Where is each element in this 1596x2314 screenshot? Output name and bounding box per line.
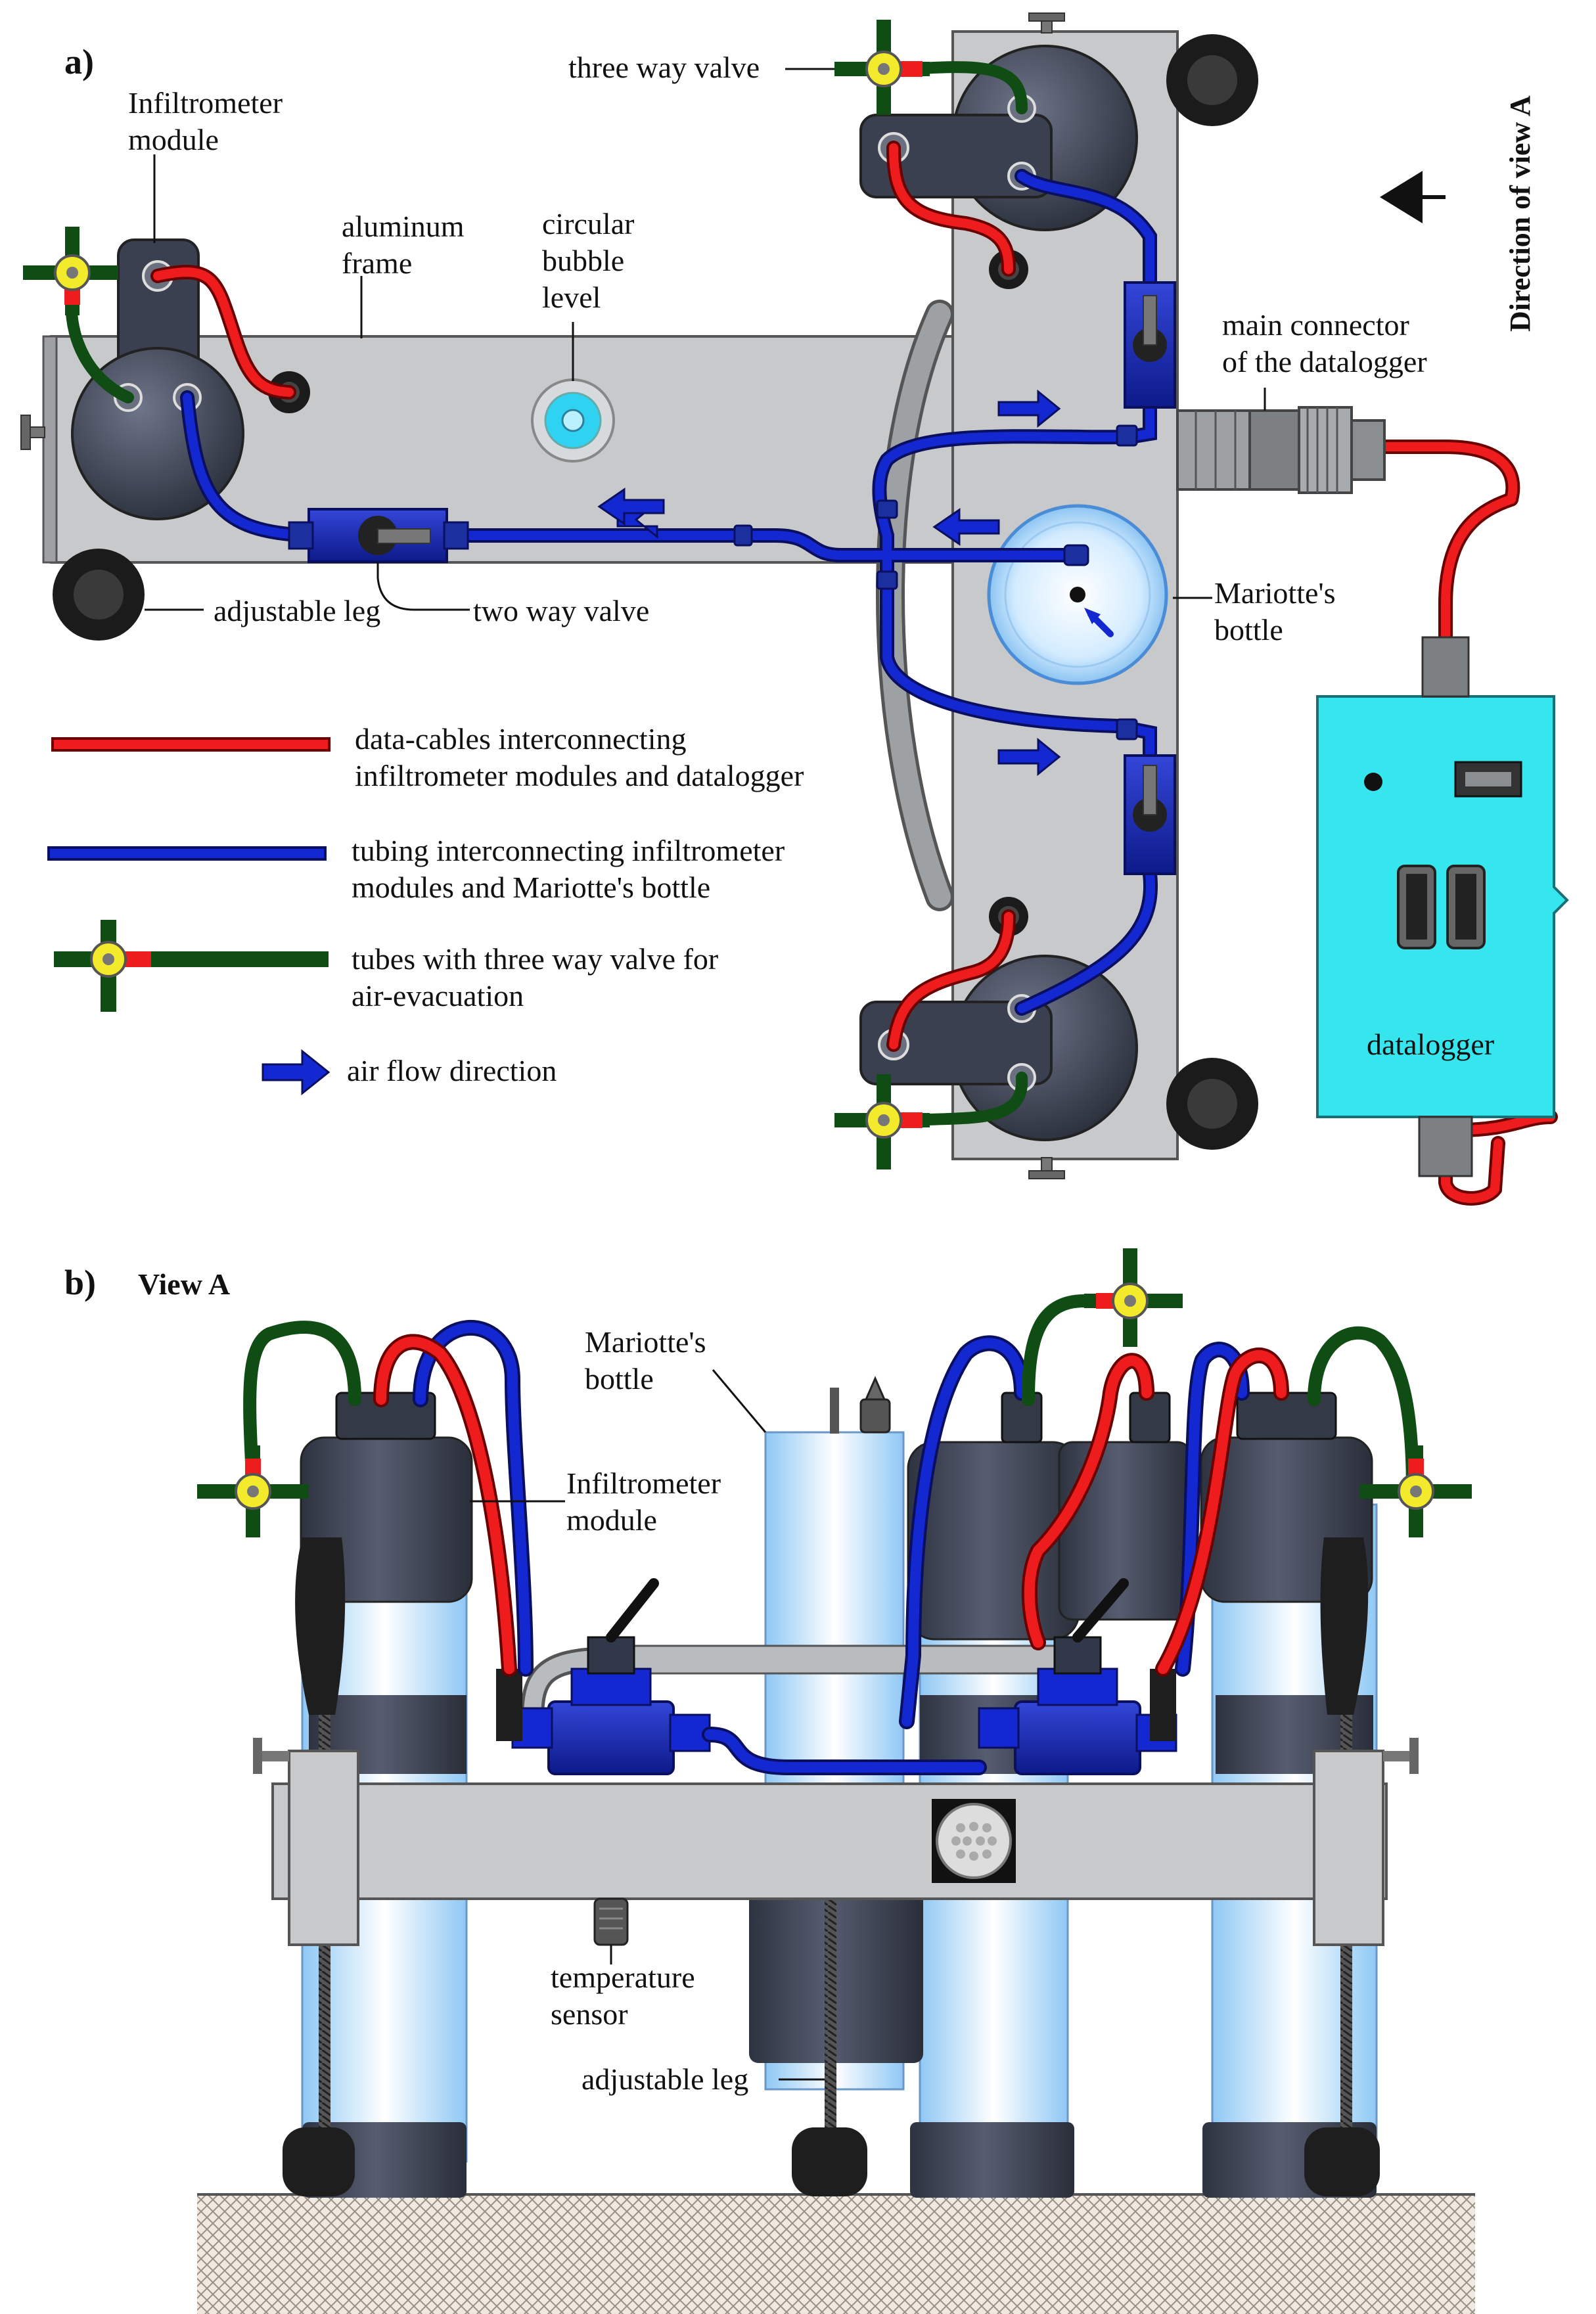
infiltrometer-module-top [859, 45, 1138, 289]
circular-bubble-level [531, 378, 615, 463]
callout-temperature-sensor-line1: temperature [551, 1961, 695, 1994]
callout-infiltrometer-module-line1: Infiltrometer [128, 86, 283, 120]
main-connector-face [932, 1799, 1016, 1883]
three-way-valve-left [23, 227, 118, 315]
callout-main-connector-line2: of the datalogger [1222, 345, 1427, 378]
callout-infiltrometer-module-line2: module [128, 123, 219, 156]
legend-three-way-line2: air-evacuation [352, 979, 524, 1012]
callout-two-way-valve: two way valve [473, 594, 649, 627]
callout-mariottes-bottle-b-line2: bottle [585, 1362, 654, 1395]
callout-aluminum-frame-line1: aluminum [342, 210, 465, 243]
callout-bubble-level-line1: circular [542, 207, 634, 240]
three-way-valve-bottom [834, 1074, 930, 1169]
callout-leaders-b [470, 1369, 825, 2081]
callout-mariottes-bottle-a-line1: Mariotte's [1214, 576, 1336, 610]
legend-data-cable-line1: data-cables interconnecting [355, 722, 686, 756]
tubing-network-top-fill [183, 171, 1155, 1013]
adjustable-leg-feet [53, 34, 1258, 1150]
mariottes-bottle-top [987, 504, 1168, 685]
frame-crossbar [253, 1738, 1419, 1946]
panel-b-label: b) [64, 1263, 96, 1302]
callout-aluminum-frame-line2: frame [342, 246, 412, 280]
temperature-sensor [593, 1897, 629, 1946]
tubing-side-fill [415, 1323, 1247, 1773]
three-way-valve-top [834, 20, 930, 115]
callout-bubble-level-line3: level [542, 281, 601, 314]
callout-infiltrometer-module-b-line1: Infiltrometer [566, 1466, 721, 1500]
datalogger-box [1316, 636, 1569, 1177]
valve-upper [1124, 281, 1176, 409]
infiltrometer-module-bottom [859, 897, 1138, 1141]
legend-swatch-three-way [54, 920, 329, 1012]
three-way-valve-side-right [1360, 1445, 1472, 1537]
legend-swatch-tubing [47, 846, 327, 861]
callout-temperature-sensor-line2: sensor [551, 1997, 628, 2031]
valve-lower [1124, 754, 1176, 875]
legend-swatch-air-flow [262, 1049, 331, 1096]
tubing-fittings [733, 424, 1138, 740]
panel-a-label: a) [64, 42, 94, 81]
cable-connectors-side [496, 1669, 1176, 1741]
callout-adjustable-leg-a: adjustable leg [214, 594, 380, 627]
three-way-valve-side-top [1084, 1248, 1183, 1347]
soil-ground [197, 2194, 1475, 2314]
callout-mariottes-bottle-a-line2: bottle [1214, 613, 1283, 647]
data-cables-top-fill [153, 143, 1555, 1203]
data-cables-side-fill [376, 1336, 1287, 1674]
air-tubes-side [243, 1294, 1419, 1498]
main-connector [1176, 406, 1386, 494]
direction-of-view-arrow [1380, 171, 1446, 223]
legend-three-way-line1: tubes with three way valve for [352, 942, 718, 976]
module-handles [295, 1537, 1369, 1715]
air-flow-arrows [597, 389, 1061, 777]
datalogger-label: datalogger [1367, 1028, 1494, 1061]
callout-three-way-valve: three way valve [568, 51, 760, 84]
adjustable-leg-feet-side [283, 2127, 1380, 2196]
two-way-valve [288, 508, 469, 563]
three-way-valve-side-left [197, 1445, 309, 1537]
callout-adjustable-leg-b: adjustable leg [581, 2062, 748, 2096]
callout-mariottes-bottle-b-line1: Mariotte's [585, 1325, 706, 1359]
legend-tubing-line1: tubing interconnecting infiltrometer [352, 834, 785, 867]
callout-bubble-level-line2: bubble [542, 244, 624, 277]
legend-swatch-data-cable [51, 737, 331, 752]
legend [47, 737, 331, 1096]
legend-data-cable-line2: infiltrometer modules and datalogger [355, 759, 804, 792]
callout-infiltrometer-module-b-line2: module [566, 1503, 657, 1537]
callout-leaders-a [145, 68, 1266, 611]
legend-air-flow: air flow direction [347, 1054, 557, 1087]
callout-main-connector-line1: main connector [1222, 308, 1409, 342]
panel-b-title: View A [138, 1267, 230, 1301]
direction-of-view-label: Direction of view A [1504, 95, 1536, 332]
legend-tubing-line2: modules and Mariotte's bottle [352, 871, 710, 904]
